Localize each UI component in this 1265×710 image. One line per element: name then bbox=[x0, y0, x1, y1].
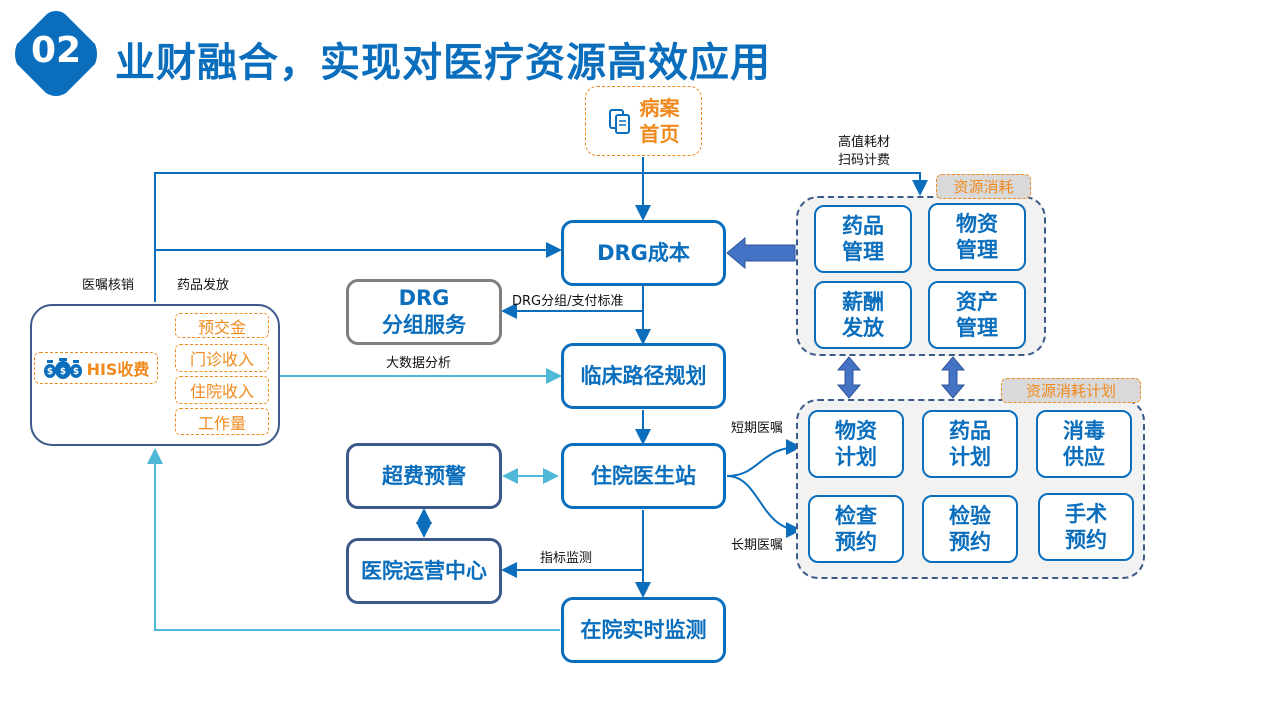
disinfection-supply-line1: 消毒 bbox=[1063, 419, 1105, 443]
drug-plan-node[interactable]: 药品 计划 bbox=[922, 410, 1018, 478]
svg-text:$: $ bbox=[72, 367, 78, 377]
disinfection-supply-node[interactable]: 消毒 供应 bbox=[1036, 410, 1132, 478]
realtime-monitor-node[interactable]: 在院实时监测 bbox=[561, 597, 726, 663]
his-billing-label: HIS收费 bbox=[86, 360, 150, 379]
his-item-prepayment[interactable]: 预交金 bbox=[175, 313, 269, 338]
material-management-line1: 物资 bbox=[956, 212, 998, 236]
label-high-value-2: 扫码计费 bbox=[838, 153, 891, 168]
label-order-writeoff: 医嘱核销 bbox=[82, 278, 135, 293]
disinfection-supply-line2: 供应 bbox=[1063, 445, 1105, 469]
section-number-badge bbox=[15, 11, 97, 96]
label-drg-standard: DRG分组/支付标准 bbox=[512, 294, 624, 309]
drug-plan-line2: 计划 bbox=[949, 445, 991, 469]
lab-appointment-node[interactable]: 检验 预约 bbox=[922, 495, 1018, 563]
asset-management-line1: 资产 bbox=[956, 290, 998, 314]
medical-record-node[interactable]: 病案 首页 bbox=[585, 86, 702, 156]
resource-plan-tag: 资源消耗计划 bbox=[1001, 378, 1141, 403]
surgery-appointment-node[interactable]: 手术 预约 bbox=[1038, 493, 1134, 561]
medical-record-line2: 首页 bbox=[639, 122, 680, 146]
resource-consumption-tag: 资源消耗 bbox=[936, 174, 1031, 199]
asset-management-line2: 管理 bbox=[956, 316, 998, 340]
drug-management-line1: 药品 bbox=[842, 214, 884, 238]
material-management-node[interactable]: 物资 管理 bbox=[928, 203, 1026, 271]
svg-text:$: $ bbox=[59, 367, 65, 377]
surgery-appointment-line1: 手术 bbox=[1065, 502, 1107, 526]
inpatient-station-node[interactable]: 住院医生站 bbox=[561, 443, 726, 509]
big-arrow-consumption-to-drg bbox=[726, 236, 796, 270]
his-item-workload[interactable]: 工作量 bbox=[175, 408, 269, 435]
salary-payment-node[interactable]: 薪酬 发放 bbox=[814, 281, 912, 349]
double-arrow-right bbox=[940, 356, 966, 399]
double-arrow-left bbox=[836, 356, 862, 399]
his-item-inpatient[interactable]: 住院收入 bbox=[175, 376, 269, 404]
overcost-warning-node[interactable]: 超费预警 bbox=[346, 443, 502, 509]
label-short-term: 短期医嘱 bbox=[731, 421, 784, 436]
money-bags-icon: $ $ $ bbox=[43, 358, 82, 379]
drg-group-node[interactable]: DRG 分组服务 bbox=[346, 279, 502, 345]
label-long-term: 长期医嘱 bbox=[731, 538, 784, 553]
his-item-outpatient[interactable]: 门诊收入 bbox=[175, 344, 269, 372]
exam-appointment-line1: 检查 bbox=[835, 504, 877, 528]
salary-payment-line1: 薪酬 bbox=[842, 290, 884, 314]
drug-plan-line1: 药品 bbox=[949, 419, 991, 443]
label-indicator-monitor: 指标监测 bbox=[540, 551, 593, 566]
edge-drg-to-path bbox=[501, 286, 651, 345]
clipboard-icon bbox=[608, 109, 630, 134]
edge-station-down bbox=[501, 510, 651, 598]
label-drug-dispense: 药品发放 bbox=[177, 278, 230, 293]
medical-record-line1: 病案 bbox=[639, 96, 680, 120]
drg-group-line2: 分组服务 bbox=[382, 313, 466, 337]
edge-station-orders bbox=[726, 439, 802, 538]
drg-cost-node[interactable]: DRG成本 bbox=[561, 220, 726, 286]
exam-appointment-node[interactable]: 检查 预约 bbox=[808, 495, 904, 563]
lab-appointment-line2: 预约 bbox=[949, 530, 991, 554]
page-title: 业财融合，实现对医疗资源高效应用 bbox=[115, 40, 771, 86]
material-plan-node[interactable]: 物资 计划 bbox=[808, 410, 904, 478]
material-plan-line1: 物资 bbox=[835, 419, 877, 443]
ops-center-node[interactable]: 医院运营中心 bbox=[346, 538, 502, 604]
asset-management-node[interactable]: 资产 管理 bbox=[928, 281, 1026, 349]
clinical-path-node[interactable]: 临床路径规划 bbox=[561, 343, 726, 409]
edge-monitor-to-his bbox=[147, 448, 560, 631]
lab-appointment-line1: 检验 bbox=[949, 504, 991, 528]
material-management-line2: 管理 bbox=[956, 238, 998, 262]
exam-appointment-line2: 预约 bbox=[835, 530, 877, 554]
surgery-appointment-line2: 预约 bbox=[1065, 528, 1107, 552]
label-high-value-1: 高值耗材 bbox=[838, 135, 891, 150]
edge-top-bus bbox=[154, 172, 928, 302]
svg-text:$: $ bbox=[46, 367, 52, 377]
drug-management-line2: 管理 bbox=[842, 240, 884, 264]
salary-payment-line2: 发放 bbox=[842, 316, 884, 340]
section-number: 02 bbox=[30, 30, 82, 71]
his-billing-node[interactable]: $ $ $ HIS收费 bbox=[34, 352, 158, 384]
drg-group-line1: DRG bbox=[398, 286, 450, 310]
material-plan-line2: 计划 bbox=[835, 445, 877, 469]
label-big-data: 大数据分析 bbox=[386, 356, 452, 371]
drug-management-node[interactable]: 药品 管理 bbox=[814, 205, 912, 273]
